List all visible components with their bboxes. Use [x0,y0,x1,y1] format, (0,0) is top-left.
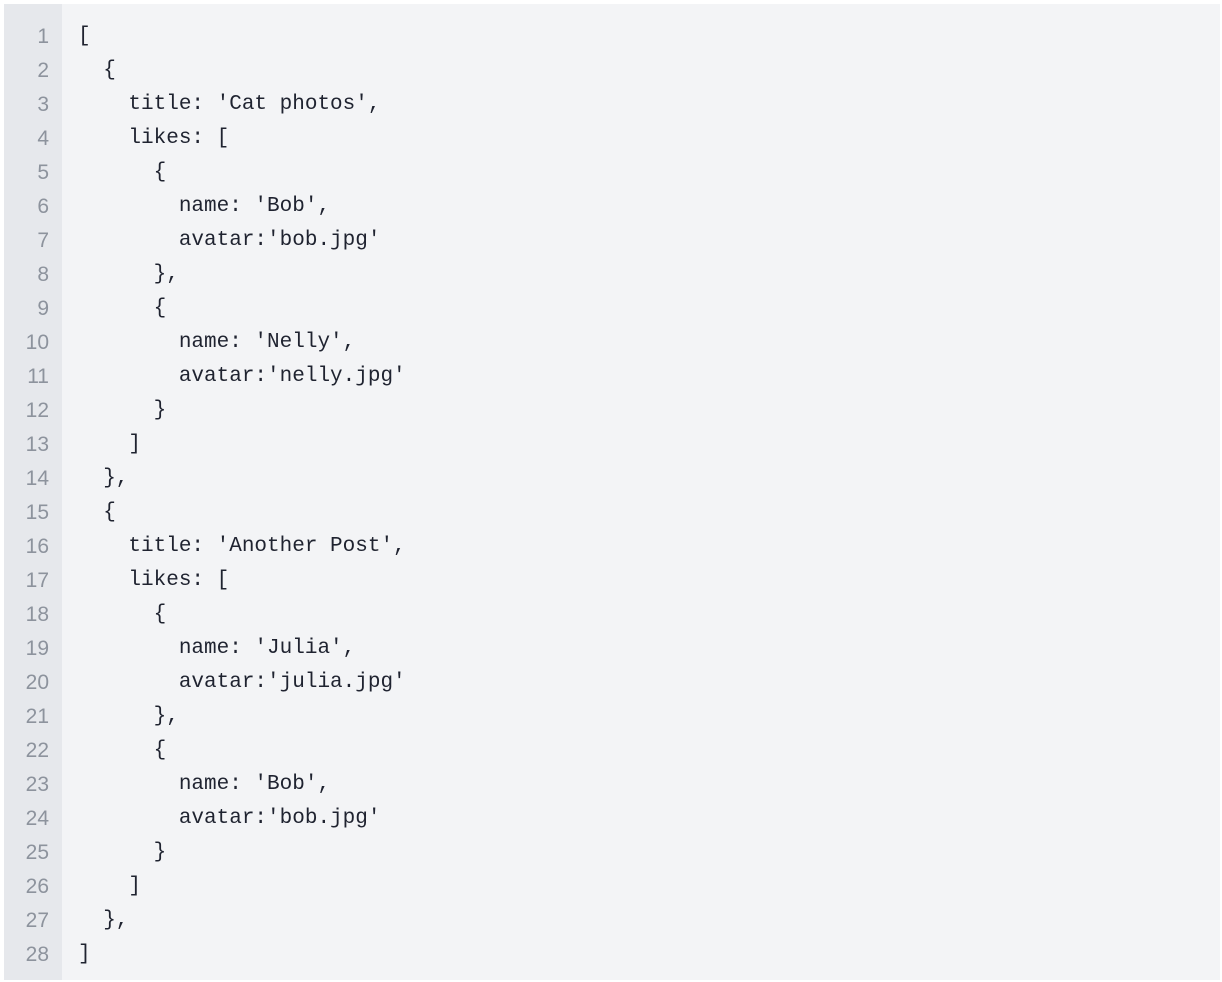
line-number: 6 [37,195,49,218]
line-number: 19 [25,637,49,660]
line-number: 8 [37,263,49,286]
line-number: 13 [25,433,49,456]
code-line[interactable]: }, [78,909,129,932]
line-number: 25 [25,841,49,864]
line-number: 1 [37,25,49,48]
code-line[interactable]: { [78,297,167,320]
code-line[interactable]: avatar:'bob.jpg' [78,807,381,830]
code-line[interactable]: ] [78,875,142,898]
code-block[interactable]: 1 2 3 4 5 6 7 8 9 10 11 12 13 14 15 16 1… [4,4,1220,980]
code-line[interactable]: { [78,739,167,762]
code-line[interactable]: name: 'Bob', [78,195,331,218]
code-line[interactable]: }, [78,467,129,490]
line-number: 22 [25,739,49,762]
code-line[interactable]: { [78,501,116,524]
code-line[interactable]: [ [78,25,91,48]
line-number: 9 [37,297,49,320]
code-line[interactable]: }, [78,705,179,728]
line-number: 11 [27,365,49,388]
line-number: 5 [37,161,49,184]
line-number: 23 [25,773,49,796]
code-line[interactable]: avatar:'bob.jpg' [78,229,381,252]
code-line[interactable]: avatar:'julia.jpg' [78,671,406,694]
code-line[interactable]: { [78,603,167,626]
line-number: 27 [25,909,49,932]
code-line[interactable]: name: 'Nelly', [78,331,356,354]
code-line[interactable]: name: 'Bob', [78,773,331,796]
line-number-gutter: 1 2 3 4 5 6 7 8 9 10 11 12 13 14 15 16 1… [4,4,62,980]
code-line[interactable]: title: 'Cat photos', [78,93,381,116]
line-number: 24 [25,807,49,830]
line-number: 21 [25,705,49,728]
code-line[interactable]: likes: [ [78,569,230,592]
code-line[interactable]: likes: [ [78,127,230,150]
code-line[interactable]: avatar:'nelly.jpg' [78,365,406,388]
line-number: 10 [25,331,49,354]
line-numbers: 1 2 3 4 5 6 7 8 9 10 11 12 13 14 15 16 1… [4,20,49,972]
line-number: 2 [37,59,49,82]
line-number: 15 [25,501,49,524]
code-line[interactable]: { [78,59,116,82]
code-line[interactable]: ] [78,943,91,966]
code-line[interactable]: name: 'Julia', [78,637,356,660]
code-line[interactable]: }, [78,263,179,286]
line-number: 18 [25,603,49,626]
code-line[interactable]: title: 'Another Post', [78,535,406,558]
line-number: 20 [25,671,49,694]
line-number: 26 [25,875,49,898]
code-line[interactable]: } [78,399,167,422]
code-line[interactable]: } [78,841,167,864]
code-line[interactable]: { [78,161,167,184]
line-number: 12 [25,399,49,422]
line-number: 7 [37,229,49,252]
line-number: 3 [37,93,49,116]
line-number: 28 [25,943,49,966]
line-number: 14 [25,467,49,490]
line-number: 4 [37,127,49,150]
code-content[interactable]: [ { title: 'Cat photos', likes: [ { name… [78,20,406,972]
line-number: 16 [25,535,49,558]
code-line[interactable]: ] [78,433,142,456]
line-number: 17 [25,569,49,592]
